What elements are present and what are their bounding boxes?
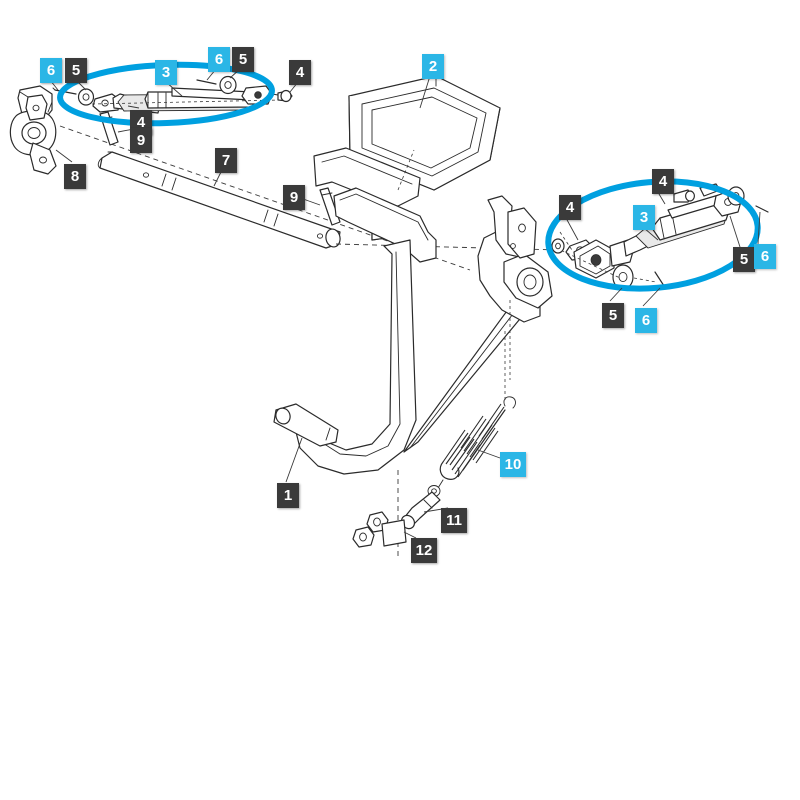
callout-badge-3-left[interactable]: 3: [155, 60, 177, 85]
callout-badge-12[interactable]: 12: [411, 538, 437, 563]
callout-badge-5[interactable]: 5: [65, 58, 87, 83]
diagonal-stand-arm: [403, 303, 525, 453]
callout-badge-6-upper[interactable]: 6: [208, 47, 230, 72]
alignment-dash-mid: [335, 243, 561, 251]
left-pivot-bracket: [9, 85, 57, 175]
callout-badge-8[interactable]: 8: [64, 164, 86, 189]
callout-badge-6-lower-right[interactable]: 6: [635, 308, 657, 333]
centre-hub-pivot: [477, 195, 553, 323]
callout-badge-10[interactable]: 10: [500, 452, 526, 477]
centre-stand-leg-part-1: [295, 239, 417, 475]
callout-badge-5-upper[interactable]: 5: [232, 47, 254, 72]
callout-badge-6[interactable]: 6: [40, 58, 62, 83]
callout-badge-4-left[interactable]: 4: [289, 60, 311, 85]
callout-badge-5-right[interactable]: 5: [733, 247, 755, 272]
spring-rod-part-11: [400, 491, 441, 530]
locating-pin-right: [319, 187, 341, 226]
stand-foot-tube: [273, 403, 339, 447]
callout-badge-2[interactable]: 2: [422, 54, 444, 79]
callout-badge-7[interactable]: 7: [215, 148, 237, 173]
callout-badge-5-lower-right[interactable]: 5: [602, 303, 624, 328]
callout-badge-11[interactable]: 11: [441, 508, 467, 533]
callout-badge-4-right[interactable]: 4: [559, 195, 581, 220]
callout-badge-6-right[interactable]: 6: [754, 244, 776, 269]
nut-and-bolt-part-12: [352, 511, 407, 548]
callout-badge-9-right[interactable]: 9: [283, 185, 305, 210]
tension-spring-part-10: [427, 330, 516, 497]
callout-badge-1[interactable]: 1: [277, 483, 299, 508]
callout-badge-3-right[interactable]: 3: [633, 205, 655, 230]
callout-badge-9-left[interactable]: 9: [130, 128, 152, 153]
right-detail-ellipse: [545, 178, 761, 292]
pad-align-dash: [397, 149, 415, 191]
callout-badge-4-top-right[interactable]: 4: [652, 169, 674, 194]
